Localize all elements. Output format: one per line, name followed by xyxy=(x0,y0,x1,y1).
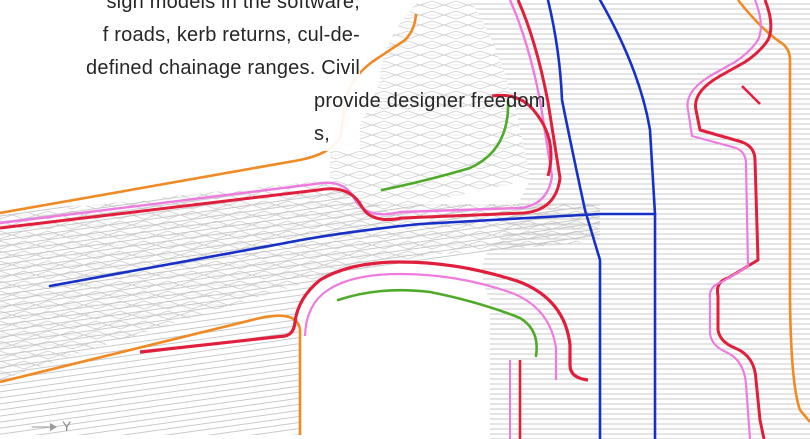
kerb-red-lower xyxy=(139,260,589,382)
kerb-red-upper xyxy=(0,0,562,230)
kerb-magenta-lower xyxy=(303,272,558,380)
right-verge-surface xyxy=(700,0,810,439)
kerb-red-upper-return xyxy=(491,93,553,177)
description-line-4: provide designer freedom xyxy=(314,90,546,112)
centerline-main-east xyxy=(598,0,657,439)
axis-indicator-glyph xyxy=(32,423,57,431)
kerb-right-red xyxy=(694,0,773,439)
description-line-1: sign models in the software, xyxy=(106,0,360,13)
green-return-lower xyxy=(336,288,538,358)
return-guides xyxy=(336,98,538,358)
centerline-main-west xyxy=(546,0,602,439)
kerb-lines xyxy=(0,0,773,439)
orange-boundary-lower-left xyxy=(0,314,302,435)
junction-triangulation xyxy=(0,180,600,380)
description-line-5: s, xyxy=(314,123,330,145)
upper-verge-surface xyxy=(330,0,530,206)
description-line-2: f roads, kerb returns, cul-de- xyxy=(102,24,360,46)
main-road-surface xyxy=(470,0,700,439)
kerb-magenta-upper xyxy=(0,0,554,225)
centerline-left-road xyxy=(48,212,657,288)
description-paragraph: sign models in the software, f roads, ke… xyxy=(0,0,546,151)
description-line-3: defined chainage ranges. Civil xyxy=(86,57,360,79)
green-return-upper xyxy=(380,98,510,192)
kerb-right-magenta xyxy=(686,0,762,439)
axis-y-label: Y xyxy=(62,418,72,434)
orange-boundary-right xyxy=(736,0,810,423)
centerlines xyxy=(48,0,657,439)
kerb-right-notch xyxy=(741,85,761,105)
